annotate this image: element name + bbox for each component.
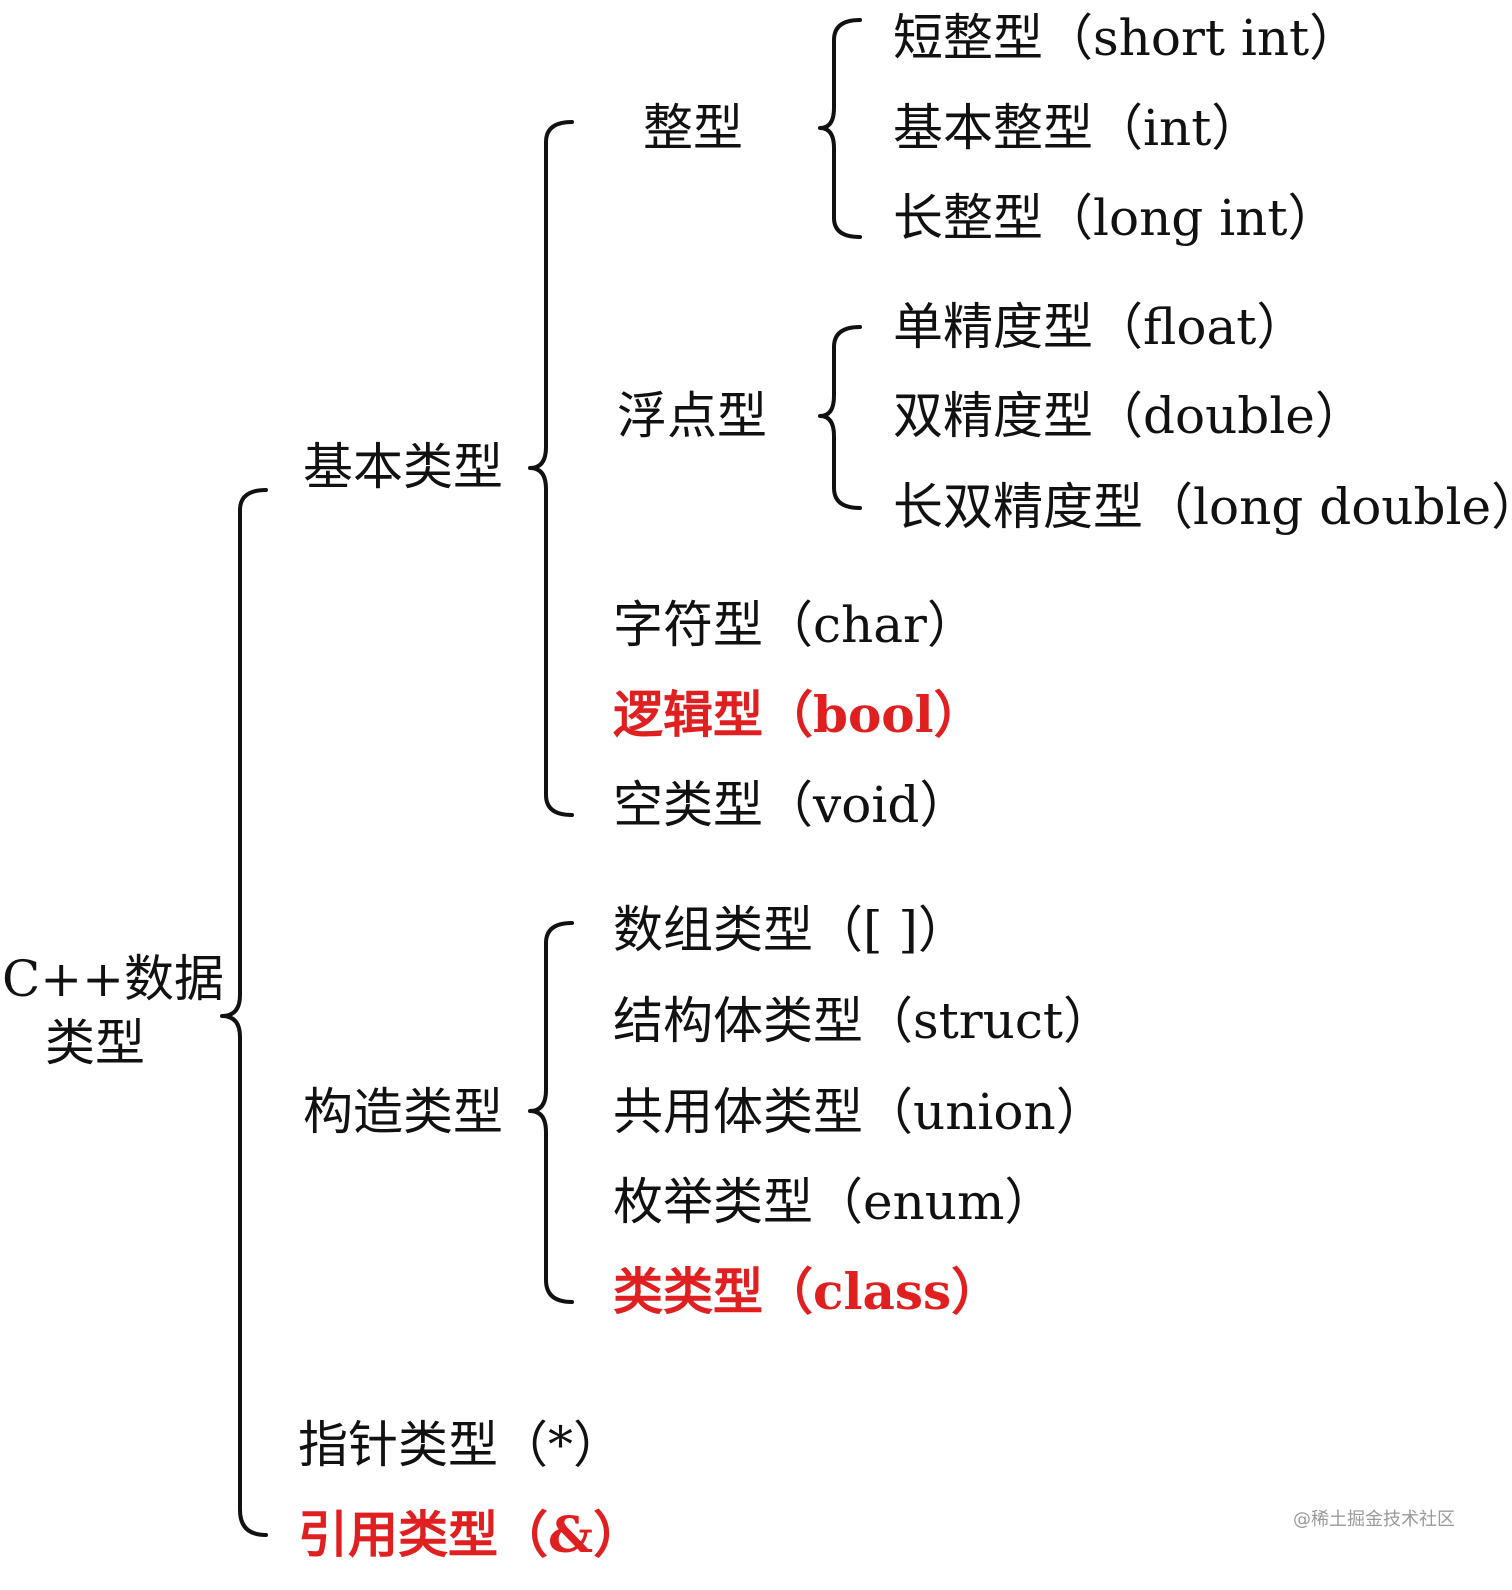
root-brace	[220, 488, 268, 1537]
constructed-types-label: 构造类型	[303, 1083, 503, 1141]
float-item: 单精度型（float）	[893, 298, 1307, 356]
int-item: 基本整型（int）	[893, 99, 1262, 157]
floating-types-label: 浮点型	[617, 387, 767, 445]
enum-item: 枚举类型（enum）	[613, 1173, 1055, 1231]
union-item: 共用体类型（union）	[613, 1083, 1106, 1141]
integer-types-label: 整型	[643, 99, 743, 157]
watermark: @稀土掘金技术社区	[1293, 1509, 1455, 1530]
basic-types-label: 基本类型	[303, 438, 503, 496]
pointer-item: 指针类型（*）	[298, 1416, 623, 1474]
root-label-line1: C++数据	[2, 950, 225, 1008]
array-item: 数组类型（[ ]）	[613, 901, 968, 959]
bool-item: 逻辑型（bool）	[613, 685, 984, 744]
short-int-item: 短整型（short int）	[893, 9, 1360, 67]
reference-item: 引用类型（&）	[298, 1505, 644, 1564]
struct-item: 结构体类型（struct）	[613, 992, 1113, 1050]
basic-brace	[528, 120, 574, 817]
integer-brace	[818, 18, 862, 239]
long-int-item: 长整型（long int）	[893, 189, 1338, 247]
char-item: 字符型（char）	[613, 596, 977, 654]
void-item: 空类型（void）	[613, 776, 970, 834]
long-double-item: 长双精度型（long double）	[893, 478, 1512, 536]
double-item: 双精度型（double）	[893, 387, 1365, 445]
root-label-line2: 类型	[45, 1014, 145, 1072]
class-item: 类类型（class）	[613, 1262, 1002, 1321]
constructed-brace	[528, 921, 574, 1304]
floating-brace	[818, 325, 862, 510]
